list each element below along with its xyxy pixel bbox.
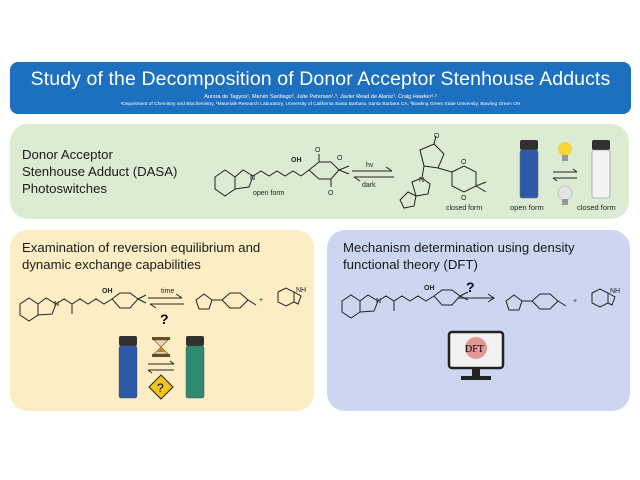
open-form-label: open form <box>253 190 285 197</box>
dark-label: dark <box>362 182 376 189</box>
heading-line: functional theory (DFT) <box>343 257 478 272</box>
dft-mechanism-panel <box>327 230 630 411</box>
vial-blue <box>118 336 138 399</box>
poster-title: Study of the Decomposition of Donor Acce… <box>30 68 611 90</box>
svg-text:O: O <box>461 195 467 202</box>
svg-text:N: N <box>419 177 424 184</box>
svg-text:O: O <box>337 155 343 162</box>
svg-text:NH: NH <box>296 287 306 294</box>
hv-label: hv <box>366 162 374 169</box>
vial-teal <box>185 336 205 399</box>
equilibrium-arrow-icon <box>552 168 578 182</box>
svg-text:+: + <box>573 298 577 305</box>
computer-monitor-icon: DFT <box>447 330 505 380</box>
reversion-scheme: N OH time ? + NH <box>19 287 306 327</box>
heading-line: Photoswitches <box>22 181 108 196</box>
reversion-heading: Examination of reversion equilibrium and… <box>22 239 260 273</box>
svg-text:DFT: DFT <box>465 344 484 355</box>
lightbulb-on-icon <box>558 142 572 161</box>
svg-text:O: O <box>434 133 440 140</box>
hourglass-icon <box>152 337 170 357</box>
lightbulb-off-icon <box>557 185 573 205</box>
svg-text:N: N <box>250 175 255 182</box>
dasa-heading: Donor Acceptor Stenhouse Adduct (DASA) P… <box>22 146 177 197</box>
author-list: Aurora de Tagyos¹, Marvin Santiago², Jul… <box>204 94 437 100</box>
heading-line: Stenhouse Adduct (DASA) <box>22 164 178 179</box>
svg-text:+: + <box>259 297 263 304</box>
svg-text:O: O <box>328 190 334 197</box>
vial-closed-label: closed form <box>577 203 616 212</box>
closed-form-structure: O N O O closed form <box>399 133 487 212</box>
svg-text:NH: NH <box>610 288 620 295</box>
heading-line: Donor Acceptor <box>22 147 113 162</box>
equilibrium-arrow-icon: hv dark <box>352 162 394 189</box>
question-mark: ? <box>160 311 169 327</box>
svg-text:N: N <box>54 301 59 308</box>
closed-form-label: closed form <box>446 205 482 212</box>
vial-open-label: open form <box>510 203 544 212</box>
svg-text:N: N <box>376 298 381 305</box>
svg-text:O: O <box>461 159 467 166</box>
dft-scheme: N OH ? + NH <box>341 279 620 319</box>
svg-text:OH: OH <box>291 157 302 164</box>
vial-closed-form <box>591 140 611 199</box>
warning-sign-icon: ? <box>148 374 174 400</box>
svg-text:?: ? <box>157 381 164 395</box>
vial-open-form <box>519 140 539 199</box>
heading-line: Mechanism determination using density <box>343 240 575 255</box>
question-mark: ? <box>466 279 475 295</box>
poster-header: Study of the Decomposition of Donor Acce… <box>10 62 631 114</box>
svg-text:OH: OH <box>424 285 435 292</box>
time-label: time <box>161 288 174 295</box>
heading-line: Examination of reversion equilibrium and <box>22 240 261 255</box>
open-form-structure: N OH O O O open form <box>214 147 350 197</box>
equilibrium-arrow-icon <box>147 360 175 374</box>
svg-text:OH: OH <box>102 288 113 295</box>
svg-text:O: O <box>315 147 321 154</box>
heading-line: dynamic exchange capabilities <box>22 257 201 272</box>
dft-heading: Mechanism determination using density fu… <box>343 239 575 273</box>
affiliations: ¹Department of Chemistry and Biochemistr… <box>120 102 521 107</box>
